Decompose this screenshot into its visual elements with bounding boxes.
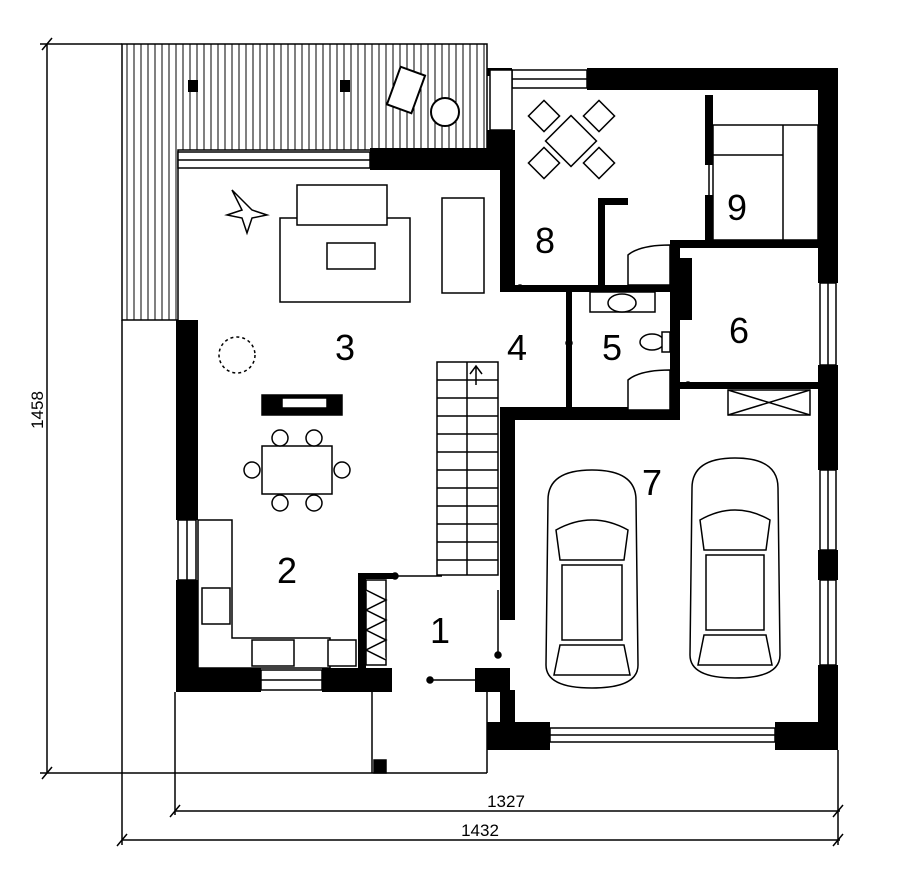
- room-label-6: 6: [729, 310, 749, 351]
- room-label-5: 5: [602, 327, 622, 368]
- sink-icon: [607, 293, 637, 313]
- car-icon: [545, 469, 639, 689]
- toilet-icon: [639, 333, 665, 351]
- room-label-7: 7: [642, 462, 662, 503]
- dimension-lines: [40, 37, 844, 847]
- walls: [176, 68, 838, 750]
- porch: [371, 692, 488, 774]
- terrace-deck: [121, 43, 488, 321]
- kitchen-sink-icon: [251, 639, 295, 667]
- doors: [391, 165, 730, 684]
- dimension-inner-width: 1327: [487, 792, 525, 811]
- dimension-height: 1458: [28, 391, 47, 429]
- room-label-2: 2: [277, 550, 297, 591]
- room-label-1: 1: [430, 610, 450, 651]
- stove-icon: [201, 587, 231, 625]
- lounger-icon: [385, 65, 460, 127]
- coffee-table-icon: [326, 242, 376, 270]
- bed-icon: [712, 124, 819, 241]
- shower-icon: [627, 244, 671, 286]
- room-label-8: 8: [535, 220, 555, 261]
- sofa-icon: [296, 184, 388, 226]
- room-label-3: 3: [335, 327, 355, 368]
- plant-icon: [218, 336, 256, 374]
- table-icon: [544, 114, 598, 168]
- furniture: [197, 99, 819, 689]
- plant-icon: [224, 189, 270, 236]
- dining-table-icon: [261, 445, 333, 495]
- staircase: [436, 361, 499, 576]
- car-icon: [689, 457, 781, 679]
- room-label-4: 4: [507, 327, 527, 368]
- dimension-total-width: 1432: [461, 821, 499, 840]
- kitchen-counter: [197, 519, 331, 669]
- windows: [177, 69, 837, 743]
- shower-icon: [627, 369, 671, 411]
- room-label-9: 9: [727, 187, 747, 228]
- armchair-icon: [441, 197, 485, 294]
- fridge-icon: [327, 639, 357, 667]
